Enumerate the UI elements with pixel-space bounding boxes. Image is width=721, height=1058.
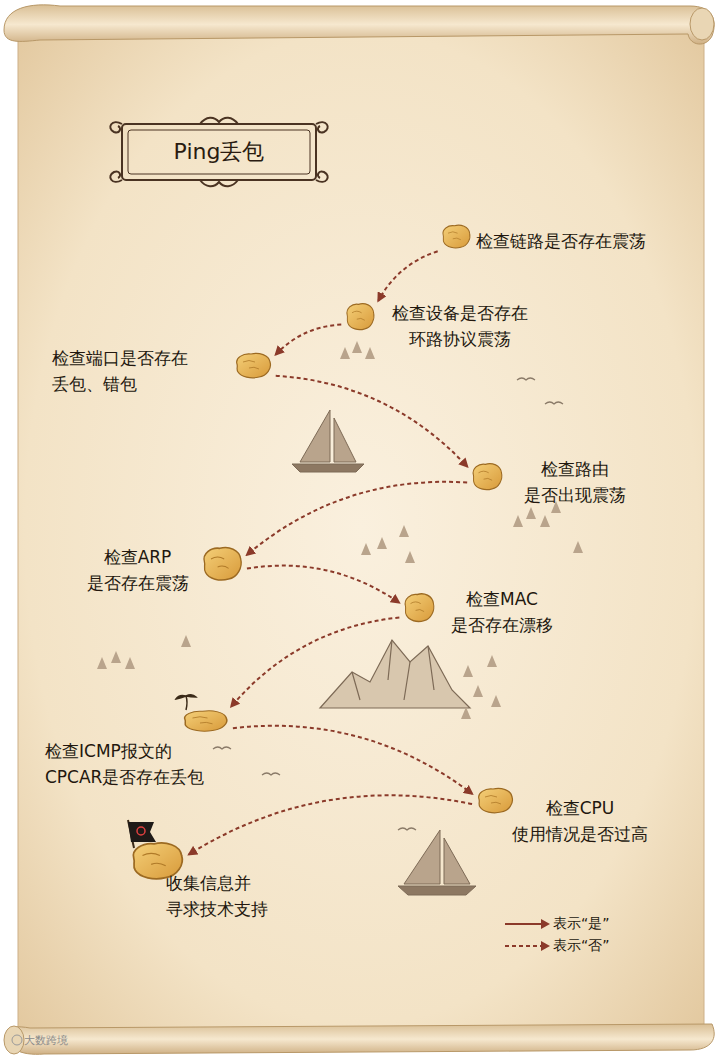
dashed-arrow (231, 617, 399, 706)
island-node: 检查MAC 是否存在漂移 (402, 590, 436, 624)
legend-sample (505, 919, 550, 951)
dashed-arrow (233, 726, 472, 794)
legend-text: 表示“是” (553, 915, 610, 933)
island-node: 检查端口是否存在 丢包、错包 (233, 350, 273, 380)
watermark: 大数跨境 (24, 1033, 68, 1048)
island-node: 检查ICMP报文的 CPCAR是否存在丢包 (180, 708, 230, 733)
island-shape (200, 543, 244, 583)
title-text: Ping丢包 (174, 137, 265, 167)
legend-text: 表示“否” (553, 937, 610, 955)
island-shape (402, 590, 436, 624)
step-label: 检查设备是否存在 环路协议震荡 (385, 300, 535, 352)
island-node: 检查ARP 是否存在震荡 (200, 543, 244, 583)
island-node: 检查CPU 使用情况是否过高 (475, 785, 515, 815)
step-label: 检查ARP 是否存在震荡 (70, 544, 205, 596)
title-frame: Ping丢包 (122, 124, 316, 180)
step-label: 检查端口是否存在 丢包、错包 (52, 345, 230, 397)
island-node: 检查路由 是否出现震荡 (470, 460, 504, 492)
step-label: 检查路由 是否出现震荡 (505, 456, 645, 508)
island-shape (233, 350, 273, 380)
step-label: 检查ICMP报文的 CPCAR是否存在丢包 (45, 738, 260, 790)
island-shape (440, 222, 472, 250)
island-shape (470, 460, 504, 492)
island-node: 检查设备是否存在 环路协议震荡 (344, 300, 376, 332)
island-shape (475, 785, 515, 815)
island-node: 收集信息并 寻求技术支持 (128, 838, 186, 882)
step-label: 检查MAC 是否存在漂移 (432, 586, 572, 638)
step-label: 收集信息并 寻求技术支持 (166, 870, 306, 922)
dashed-arrow (247, 482, 467, 555)
dashed-arrow (378, 251, 437, 300)
island-node: 检查链路是否存在震荡 (440, 222, 472, 250)
dashed-arrow (276, 325, 342, 355)
dashed-arrow (189, 795, 472, 854)
step-label: 检查CPU 使用情况是否过高 (490, 795, 670, 847)
dashed-arrow (276, 376, 468, 467)
step-label: 检查链路是否存在震荡 (476, 228, 706, 254)
island-shape (344, 300, 376, 332)
island-shape (180, 708, 230, 733)
dashed-arrow (247, 566, 399, 603)
